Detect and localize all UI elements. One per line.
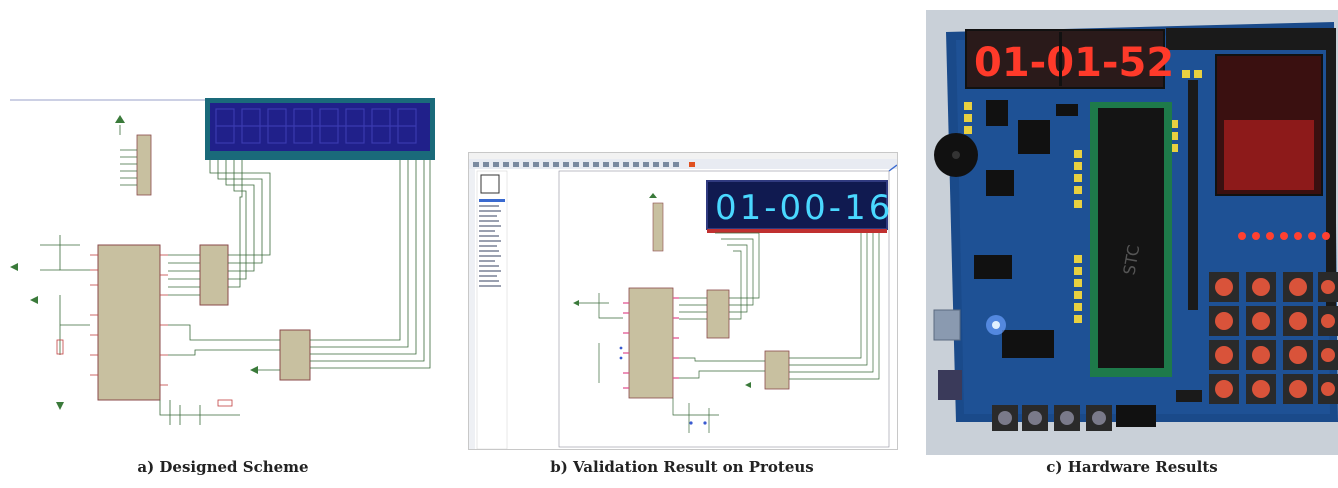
mcu-chip (1098, 108, 1164, 368)
hardware-led-display (965, 29, 1165, 89)
proteus-panel: 01-00-16 (468, 152, 898, 450)
mcu-chip-label: STC (1119, 243, 1143, 276)
dev-board: 01-01-52 STC (926, 10, 1338, 455)
designed-scheme-schematic (10, 98, 435, 425)
mcu-chip-a (97, 244, 161, 401)
caption-hardware-results: c) Hardware Results (1046, 458, 1218, 476)
button-matrix (1209, 272, 1338, 404)
hardware-board-photo: 01-01-52 STC (926, 10, 1338, 455)
caption-proteus-validation: b) Validation Result on Proteus (550, 458, 814, 476)
hardware-display-text: 01-01-52 (974, 40, 1174, 86)
designed-scheme-panel (0, 95, 445, 425)
caption-designed-scheme: a) Designed Scheme (137, 458, 309, 476)
proteus-display-text: 01-00-16 (715, 188, 893, 228)
proteus-window: 01-00-16 (469, 153, 898, 450)
